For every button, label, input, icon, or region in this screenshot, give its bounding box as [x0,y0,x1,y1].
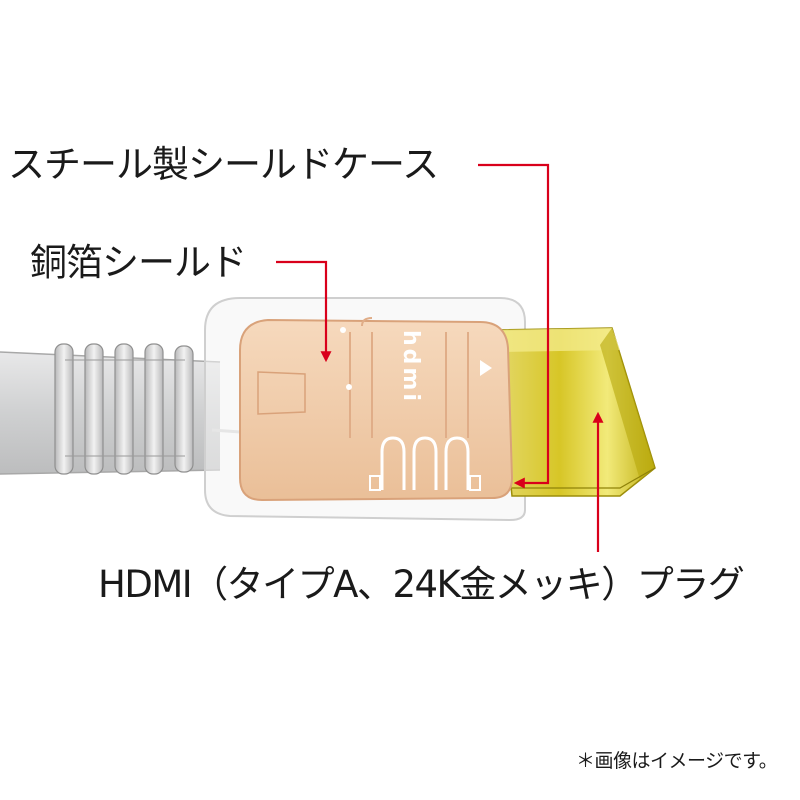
hdmi-embossed-logo: hdmi [398,330,423,404]
copper-foil-arrow [276,260,332,363]
steel-case-arrow [478,163,550,489]
copper-foil-shell [239,317,514,502]
image-disclaimer-note: ＊画像はイメージです。 [576,750,778,772]
gold-plug [495,327,656,497]
copper-foil-shield-label: 銅箔シールド [30,241,247,284]
callout-arrows [276,163,604,552]
strain-relief-rings [54,343,194,475]
hdmi-plug-label: HDMI（タイプA、24K金メッキ）プラグ [98,563,745,606]
steel-shield-case-label: スチール製シールドケース [8,143,439,186]
